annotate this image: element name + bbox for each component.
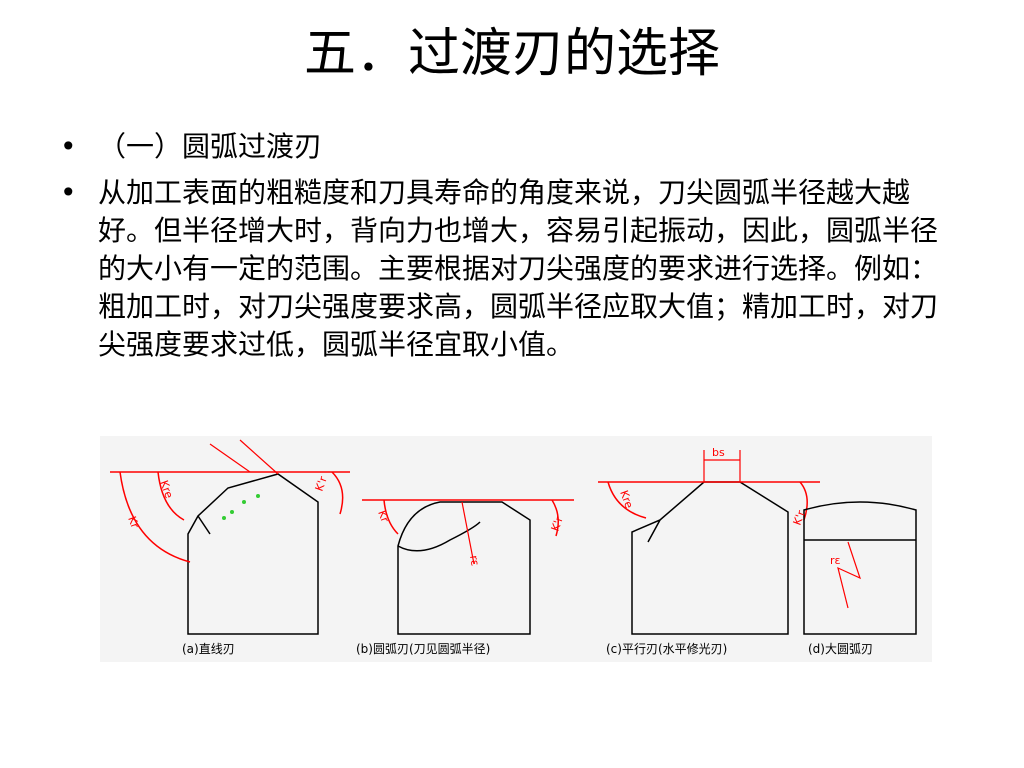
caption-b: (b)圆弧刃(刀见圆弧半径): [356, 642, 491, 656]
bullet-item: • （一）圆弧过渡刃: [56, 128, 956, 166]
angle-label-kre: Kre: [157, 479, 176, 501]
tool-diagrams: Kr Kre K'r Kr K'r rε Kre K'r bs rε: [110, 439, 917, 635]
diagram-d-large-arc: [803, 501, 917, 635]
transition-edge-figure: Kr Kre K'r Kr K'r rε Kre K'r bs rε (a)直线…: [100, 436, 932, 662]
bullet-text: （一）圆弧过渡刃: [98, 130, 323, 163]
caption-c: (c)平行刃(水平修光刃): [606, 642, 728, 656]
width-label-bs: bs: [712, 446, 725, 459]
diagram-c-parallel-edge: [598, 450, 820, 635]
bullet-marker: •: [60, 176, 77, 209]
slide-title: 五．过渡刃的选择: [303, 24, 720, 84]
angle-label-krp: K'r: [313, 474, 330, 493]
caption-a: (a)直线刃: [182, 642, 235, 656]
angle-label-krp: K'r: [549, 514, 566, 533]
angle-label-kre: Kre: [617, 489, 636, 511]
radius-label-re: rε: [830, 554, 841, 567]
angle-label-kr: Kr: [375, 509, 391, 525]
bullet-item: • 从加工表面的粗糙度和刀具寿命的角度来说，刀尖圆弧半径越大越好。但半径增大时，…: [56, 174, 956, 364]
diagram-a-straight-edge: [110, 439, 350, 635]
bullet-list: • （一）圆弧过渡刃 • 从加工表面的粗糙度和刀具寿命的角度来说，刀尖圆弧半径越…: [56, 128, 956, 364]
angle-label-kr: Kr: [125, 515, 141, 531]
diagram-b-arc-edge: [362, 499, 574, 635]
bullet-text: 从加工表面的粗糙度和刀具寿命的角度来说，刀尖圆弧半径越大越好。但半径增大时，背向…: [98, 176, 939, 361]
angle-label-krp: K'r: [791, 508, 808, 527]
caption-d: (d)大圆弧刃: [808, 642, 873, 656]
radius-label-re: rε: [467, 554, 482, 567]
bullet-marker: •: [60, 130, 77, 163]
